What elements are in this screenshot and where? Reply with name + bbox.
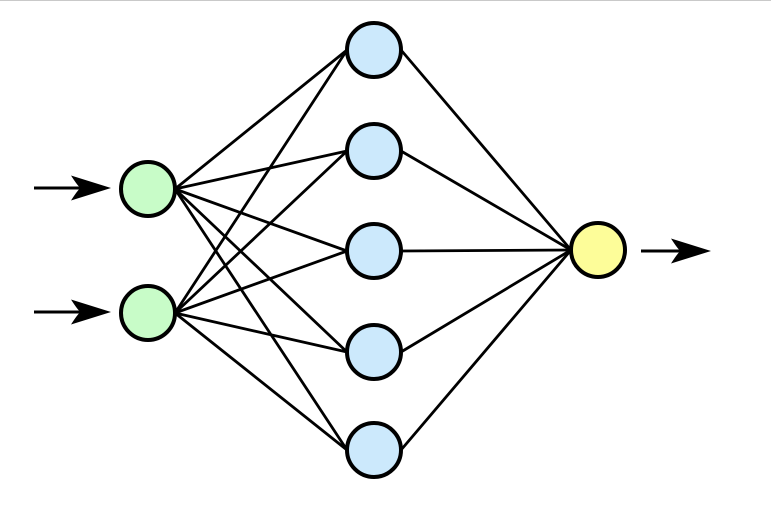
edge-hidden-1-output-1 [399, 48, 573, 252]
node-output-1 [569, 221, 627, 279]
node-hidden-1 [345, 21, 403, 79]
edge-input-2-hidden-3 [173, 249, 349, 315]
node-hidden-5 [345, 421, 403, 479]
node-hidden-3 [345, 222, 403, 280]
node-input-2 [119, 284, 177, 342]
edge-input-1-hidden-3 [173, 187, 349, 253]
edge-hidden-4-output-1 [399, 248, 573, 354]
output-arrow-arrowhead-icon [671, 238, 711, 264]
edge-input-2-hidden-1 [173, 48, 349, 315]
edge-input-1-hidden-1 [173, 48, 349, 191]
node-input-1 [119, 160, 177, 218]
input-arrow-1 [34, 175, 111, 201]
input-arrow-2 [34, 299, 111, 325]
node-hidden-2 [345, 122, 403, 180]
edge-input-1-hidden-5 [173, 187, 349, 452]
edge-input-2-hidden-5 [173, 311, 349, 452]
node-hidden-4 [345, 323, 403, 381]
edge-hidden-5-output-1 [399, 248, 573, 452]
edge-input-2-hidden-4 [173, 311, 349, 354]
output-arrow [641, 238, 711, 264]
edge-input-2-hidden-2 [173, 149, 349, 315]
input-arrow-1-arrowhead-icon [71, 175, 111, 201]
edge-hidden-2-output-1 [399, 149, 573, 252]
window-top-border [0, 0, 771, 1]
edge-input-1-hidden-4 [173, 187, 349, 354]
input-arrow-2-arrowhead-icon [71, 299, 111, 325]
edge-hidden-3-output-1 [399, 248, 573, 253]
edge-input-1-hidden-2 [173, 149, 349, 191]
